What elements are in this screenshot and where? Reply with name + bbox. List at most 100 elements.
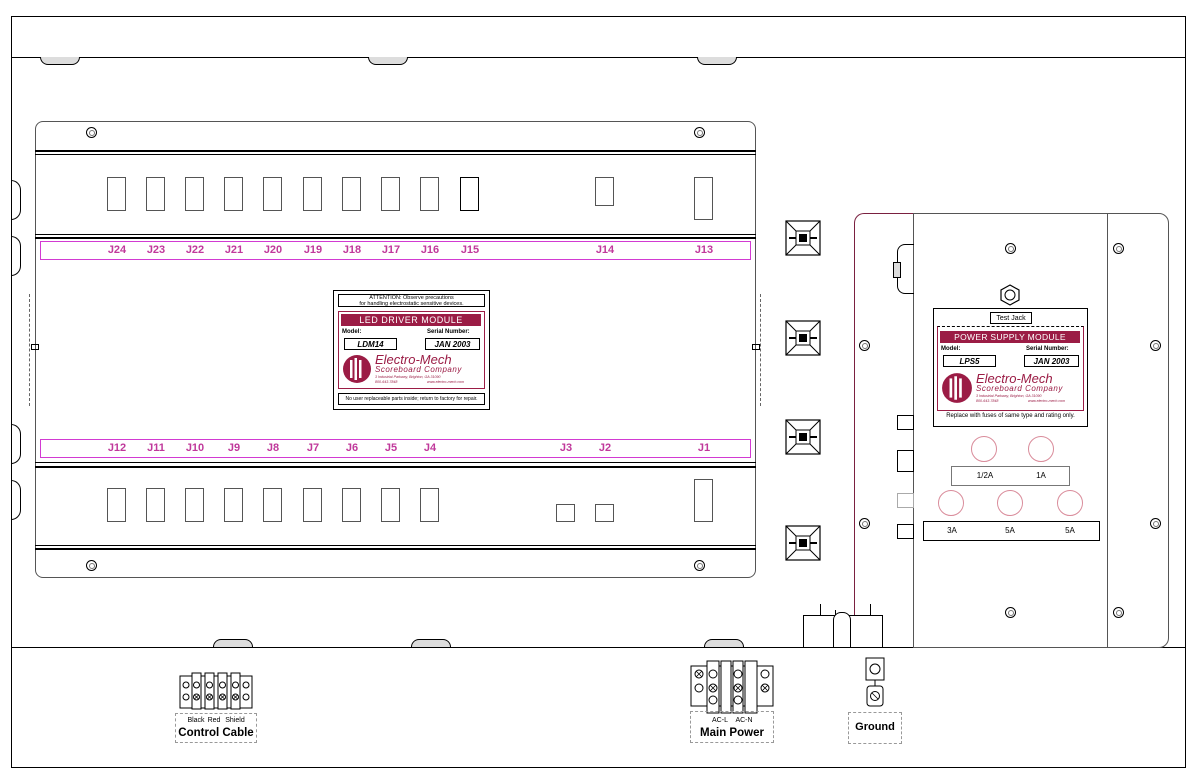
mount-hole <box>694 560 705 571</box>
fuse-holder <box>1057 490 1083 516</box>
mount-hole <box>86 560 97 571</box>
ground-box <box>848 712 902 744</box>
top-clip <box>697 57 737 65</box>
mount-hole <box>86 127 97 138</box>
wire-label: Black <box>187 717 205 724</box>
connector-j5 <box>381 488 400 522</box>
connector-label: J2 <box>598 442 612 454</box>
connector-label: J3 <box>559 442 573 454</box>
connector-label: J21 <box>224 244 244 256</box>
brand-logo-icon <box>942 373 972 403</box>
fuse-rating: 5A <box>1065 526 1075 535</box>
brand-web: www.electro-mech.com <box>427 380 465 384</box>
connector-j10 <box>185 488 204 522</box>
test-jack-nut-icon <box>1000 284 1020 306</box>
connector-label: J4 <box>423 442 437 454</box>
connector-j14 <box>595 177 614 206</box>
connector-label: J1 <box>697 442 711 454</box>
psu-model-label: Model: <box>941 346 961 352</box>
serial-label: Serial Number: <box>427 329 470 335</box>
brand-address: 3 Industrial Parkway, Brighton, GA 31090 <box>375 375 441 379</box>
psu-brand-phone: 800-643-7848 <box>976 399 999 403</box>
connector-j22 <box>185 177 204 211</box>
led-module-label: ATTENTION: Observe precautions for handl… <box>333 290 490 410</box>
psu-brand-name: Electro-Mech <box>976 371 1053 386</box>
attention-line-1: ATTENTION: Observe precautions <box>369 295 454 301</box>
connector-j16 <box>420 177 439 211</box>
brand-logo-icon <box>343 355 371 383</box>
connector-j12 <box>107 488 126 522</box>
psu-bracket <box>854 213 914 648</box>
control-cable-box <box>175 713 257 743</box>
connector-j23 <box>146 177 165 211</box>
top-clip <box>40 57 80 65</box>
cable-tie-mount-icon <box>785 525 821 561</box>
fuse-holder <box>997 490 1023 516</box>
connector-j7 <box>303 488 322 522</box>
brand-subtitle: Scoreboard Company <box>375 365 462 374</box>
ground-title: Ground <box>855 721 895 733</box>
connector-label: J22 <box>185 244 205 256</box>
control-terminal-block <box>179 672 253 710</box>
connector-j6 <box>342 488 361 522</box>
connector-label: J18 <box>342 244 362 256</box>
main-power-box <box>690 711 774 743</box>
psu-label-footer: Replace with fuses of same type and rati… <box>946 413 1075 419</box>
model-value: LDM14 <box>344 338 397 350</box>
connector-label: J14 <box>595 244 615 256</box>
connector-label: J5 <box>384 442 398 454</box>
connector-j3 <box>556 504 575 522</box>
mount-hole <box>694 127 705 138</box>
fuse-rating-row-1 <box>951 466 1070 486</box>
wire-label: AC-N <box>735 717 753 724</box>
connector-label: J9 <box>227 442 241 454</box>
brand-phone: 800-643-7848 <box>375 380 398 384</box>
connector-label: J23 <box>146 244 166 256</box>
enclosure-outer <box>11 16 1186 768</box>
connector-j8 <box>263 488 282 522</box>
fuse-rating: 5A <box>1005 526 1015 535</box>
psu-brand-address: 3 Industrial Parkway, Brighton, GA 31090 <box>976 394 1042 398</box>
connector-label: J16 <box>420 244 440 256</box>
fuse-holder <box>1028 436 1054 462</box>
wire-label: Shield <box>225 717 245 724</box>
cable-tie-mount-icon <box>785 220 821 256</box>
fuse-rating: 1/2A <box>976 471 994 480</box>
ground-lug-icon <box>865 657 885 707</box>
connector-j19 <box>303 177 322 211</box>
connector-j1 <box>694 479 713 522</box>
psu-label: Test Jack POWER SUPPLY MODULE Model: Ser… <box>933 308 1088 427</box>
bottom-clip <box>411 639 451 647</box>
wire-label: AC-L <box>712 717 728 724</box>
fuse-holder <box>938 490 964 516</box>
connector-label: J13 <box>694 244 714 256</box>
connector-label: J10 <box>185 442 205 454</box>
bottom-connector-bar <box>40 439 751 458</box>
bottom-clip <box>704 639 744 647</box>
control-cable-title: Control Cable <box>178 727 254 739</box>
psu-brand-web: www.electro-mech.com <box>1028 399 1066 403</box>
psu-serial-value: JAN 2003 <box>1024 355 1079 367</box>
connector-label: J19 <box>303 244 323 256</box>
connector-j2 <box>595 504 614 522</box>
model-label: Model: <box>342 329 362 335</box>
connector-label: J6 <box>345 442 359 454</box>
connector-label: J17 <box>381 244 401 256</box>
connector-j9 <box>224 488 243 522</box>
connector-j17 <box>381 177 400 211</box>
fuse-holder <box>971 436 997 462</box>
psu-model-value: LPS5 <box>943 355 996 367</box>
psu-brand-subtitle: Scoreboard Company <box>976 384 1063 393</box>
module-title: LED DRIVER MODULE <box>341 314 481 326</box>
attention-line-2: for handling electrostatic sensitive dev… <box>359 301 464 307</box>
connector-label: J8 <box>266 442 280 454</box>
connector-j18 <box>342 177 361 211</box>
connector-j11 <box>146 488 165 522</box>
brand-name: Electro-Mech <box>375 352 452 367</box>
psu-serial-label: Serial Number: <box>1026 346 1069 352</box>
connector-j20 <box>263 177 282 211</box>
fuse-rating: 3A <box>947 526 957 535</box>
main-power-title: Main Power <box>700 727 764 739</box>
fuse-rating: 1A <box>1036 471 1046 480</box>
